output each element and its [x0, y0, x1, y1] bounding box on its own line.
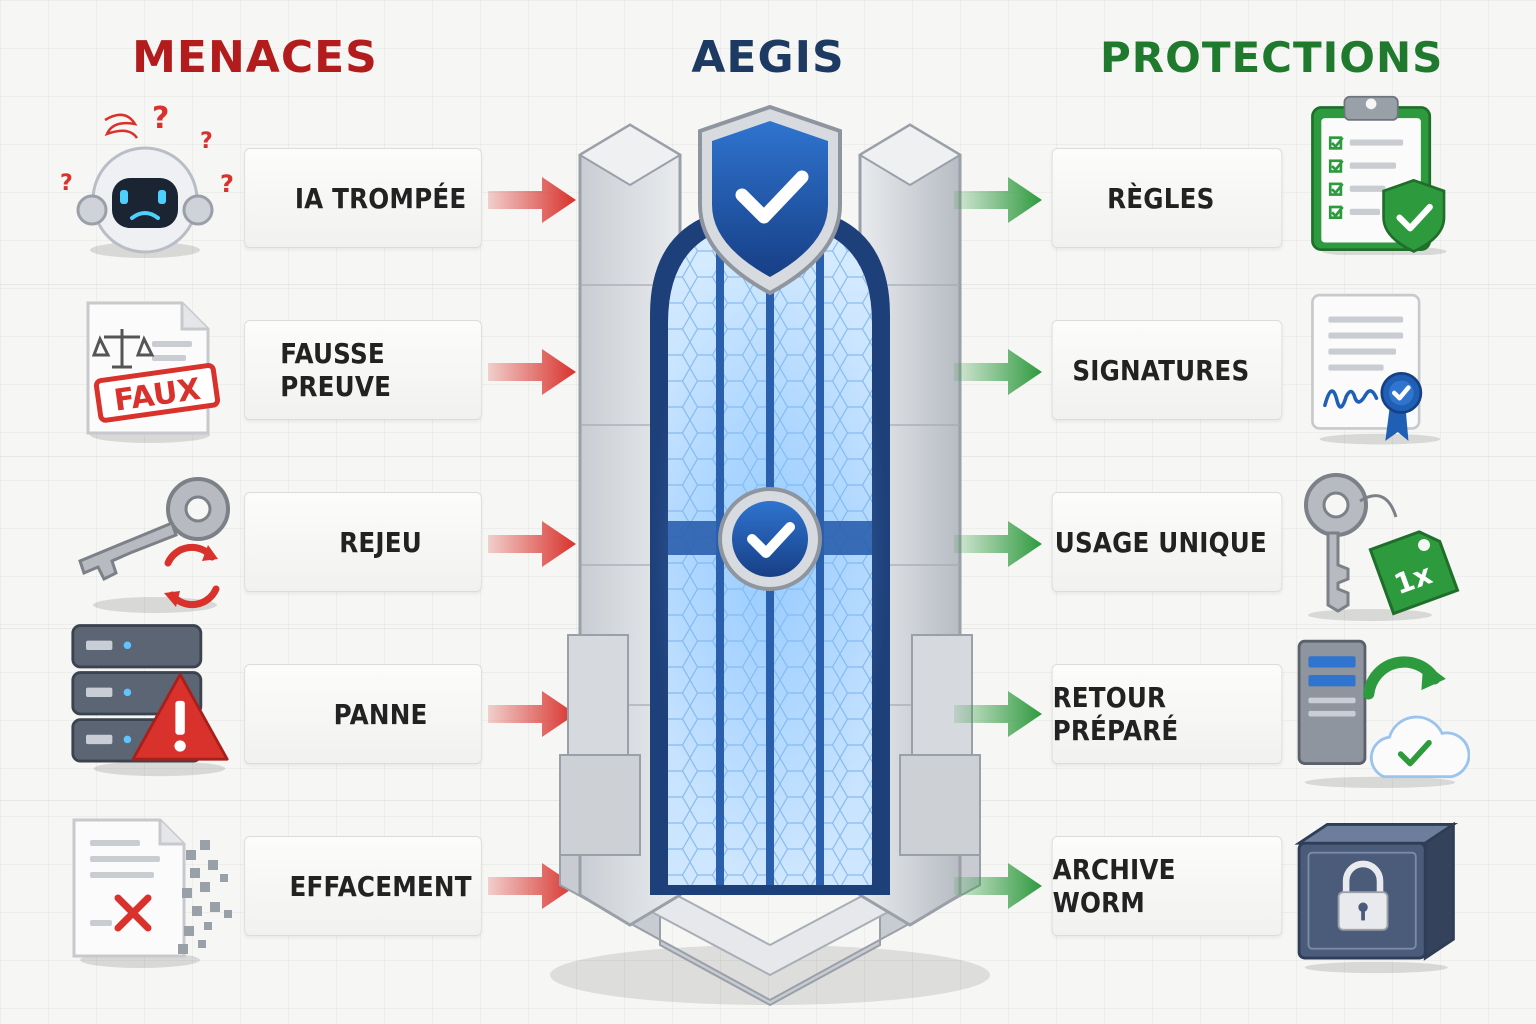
protection-label: ARCHIVE WORM: [1052, 853, 1176, 919]
green-arrow-icon: [954, 863, 1042, 909]
red-arrow-icon: [488, 177, 576, 223]
key-replay-icon: [78, 477, 230, 613]
protection-label: RÈGLES: [1107, 181, 1215, 215]
red-arrow-icon: [488, 349, 576, 395]
protection-card-signatures: SIGNATURES: [1051, 320, 1283, 420]
protection-card-retour-prepare: RETOUR PRÉPARÉ: [1051, 664, 1283, 764]
protection-card-regles: RÈGLES: [1051, 148, 1283, 248]
green-arrow-icon: [954, 349, 1042, 395]
threat-label: EFFACEMENT: [289, 869, 472, 903]
svg-text:?: ?: [152, 101, 169, 136]
threat-card-effacement: EFFACEMENT: [244, 836, 482, 936]
threat-label: REJEU: [339, 525, 422, 559]
protection-label: SIGNATURES: [1072, 353, 1250, 387]
red-arrow-icon: [488, 691, 576, 737]
threat-label: PANNE: [333, 697, 428, 731]
threat-card-ia-trompee: IA TROMPÉE: [244, 148, 482, 248]
threats-heading: MENACES: [132, 32, 378, 83]
threat-card-fausse-preuve: FAUSSE PREUVE: [244, 320, 482, 420]
green-arrow-icon: [954, 691, 1042, 737]
checklist-shield-icon: [1311, 95, 1447, 255]
server-cloud-backup-icon: [1297, 639, 1470, 788]
threat-label: IA TROMPÉE: [294, 181, 467, 215]
aegis-heading: AEGIS: [691, 32, 845, 83]
red-arrow-icon: [488, 863, 576, 909]
key-tag-icon: 1x: [1304, 473, 1460, 621]
protection-card-usage-unique: USAGE UNIQUE: [1051, 492, 1283, 592]
green-arrow-icon: [954, 177, 1042, 223]
locked-vault-icon: [1294, 821, 1459, 974]
protections-heading: PROTECTIONS: [1100, 33, 1444, 82]
threat-label: FAUSSE PREUVE: [280, 337, 392, 403]
green-arrow-icon: [954, 521, 1042, 567]
confused-robot-icon: ? ? ? ?: [60, 101, 234, 258]
red-arrow-icon: [488, 521, 576, 567]
threat-card-rejeu: REJEU: [244, 492, 482, 592]
protection-label: RETOUR PRÉPARÉ: [1052, 681, 1179, 747]
threat-card-panne: PANNE: [244, 664, 482, 764]
protection-card-archive-worm: ARCHIVE WORM: [1051, 836, 1283, 936]
signed-document-icon: [1311, 293, 1441, 445]
svg-text:?: ?: [200, 129, 213, 154]
fake-document-icon: FAUX: [86, 301, 221, 443]
aegis-tower-icon: [550, 104, 990, 1007]
server-warning-icon: [71, 624, 229, 777]
svg-text:?: ?: [60, 171, 73, 196]
deleted-document-icon: [72, 818, 232, 968]
svg-text:?: ?: [220, 170, 234, 198]
protection-label: USAGE UNIQUE: [1054, 525, 1267, 559]
